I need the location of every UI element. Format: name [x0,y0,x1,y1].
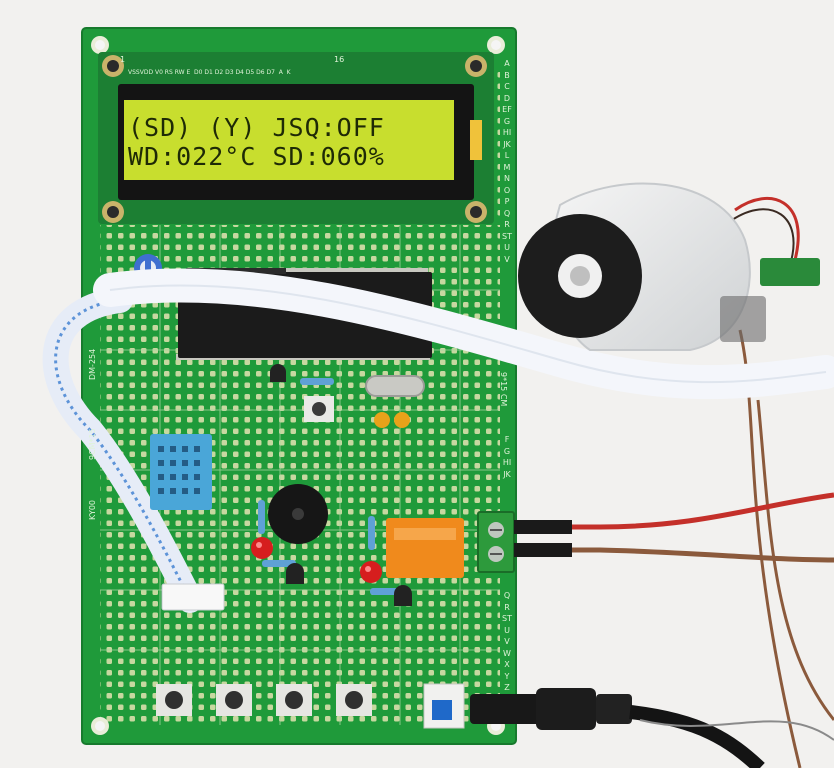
transistor-top [270,364,286,382]
wire-fan-red [734,196,800,261]
dc-power-plug [470,688,834,768]
relay [386,518,464,578]
lcd-line-2: WD:022°C SD:060% [128,142,385,171]
red-leds [251,537,382,583]
buzzer [268,484,328,544]
resistor-top [300,378,334,385]
silk-board-model: KY00 [88,499,97,520]
terminal-block [477,511,515,573]
push-buttons [156,684,372,716]
silk-edge-bottom: QRSTUVWXYZ [502,591,512,692]
silk-board-size: 9CM*15 [88,428,97,460]
reset-button [304,396,334,422]
crystal-oscillator [365,375,425,397]
silk-board-code: DM-254 [88,348,97,380]
wire-brown-right [756,399,834,721]
silk-pin-first: 1 [120,55,126,64]
ribbon-cable [42,268,834,613]
silk-edge-lower: FGHIJK [502,435,512,479]
silk-pin-labels: VSSVDD V0 RS RW E D0 D1 D2 D3 D4 D5 D6 D… [128,69,291,76]
power-switch [423,683,465,729]
lcd-screen [124,100,454,180]
humidity-sensor [150,434,212,510]
lcd-module [98,52,494,224]
wire-red-terminal [514,492,834,530]
silk-pin-last: 16 [334,55,345,64]
wire-fan-dark [731,208,795,266]
silk-edge-letters: ABCDEFGHIJKLMNOPQRSTUV [502,59,512,264]
cooling-fan [518,182,820,351]
silk-edge-mid: 9*15 CM [499,372,508,407]
transistors-lower [286,563,412,606]
resistors-lower [258,500,404,595]
wire-brown-terminal [514,547,834,563]
lcd-line-1: (SD) (Y) JSQ:OFF [128,113,385,142]
ceramic-capacitors [374,412,410,428]
